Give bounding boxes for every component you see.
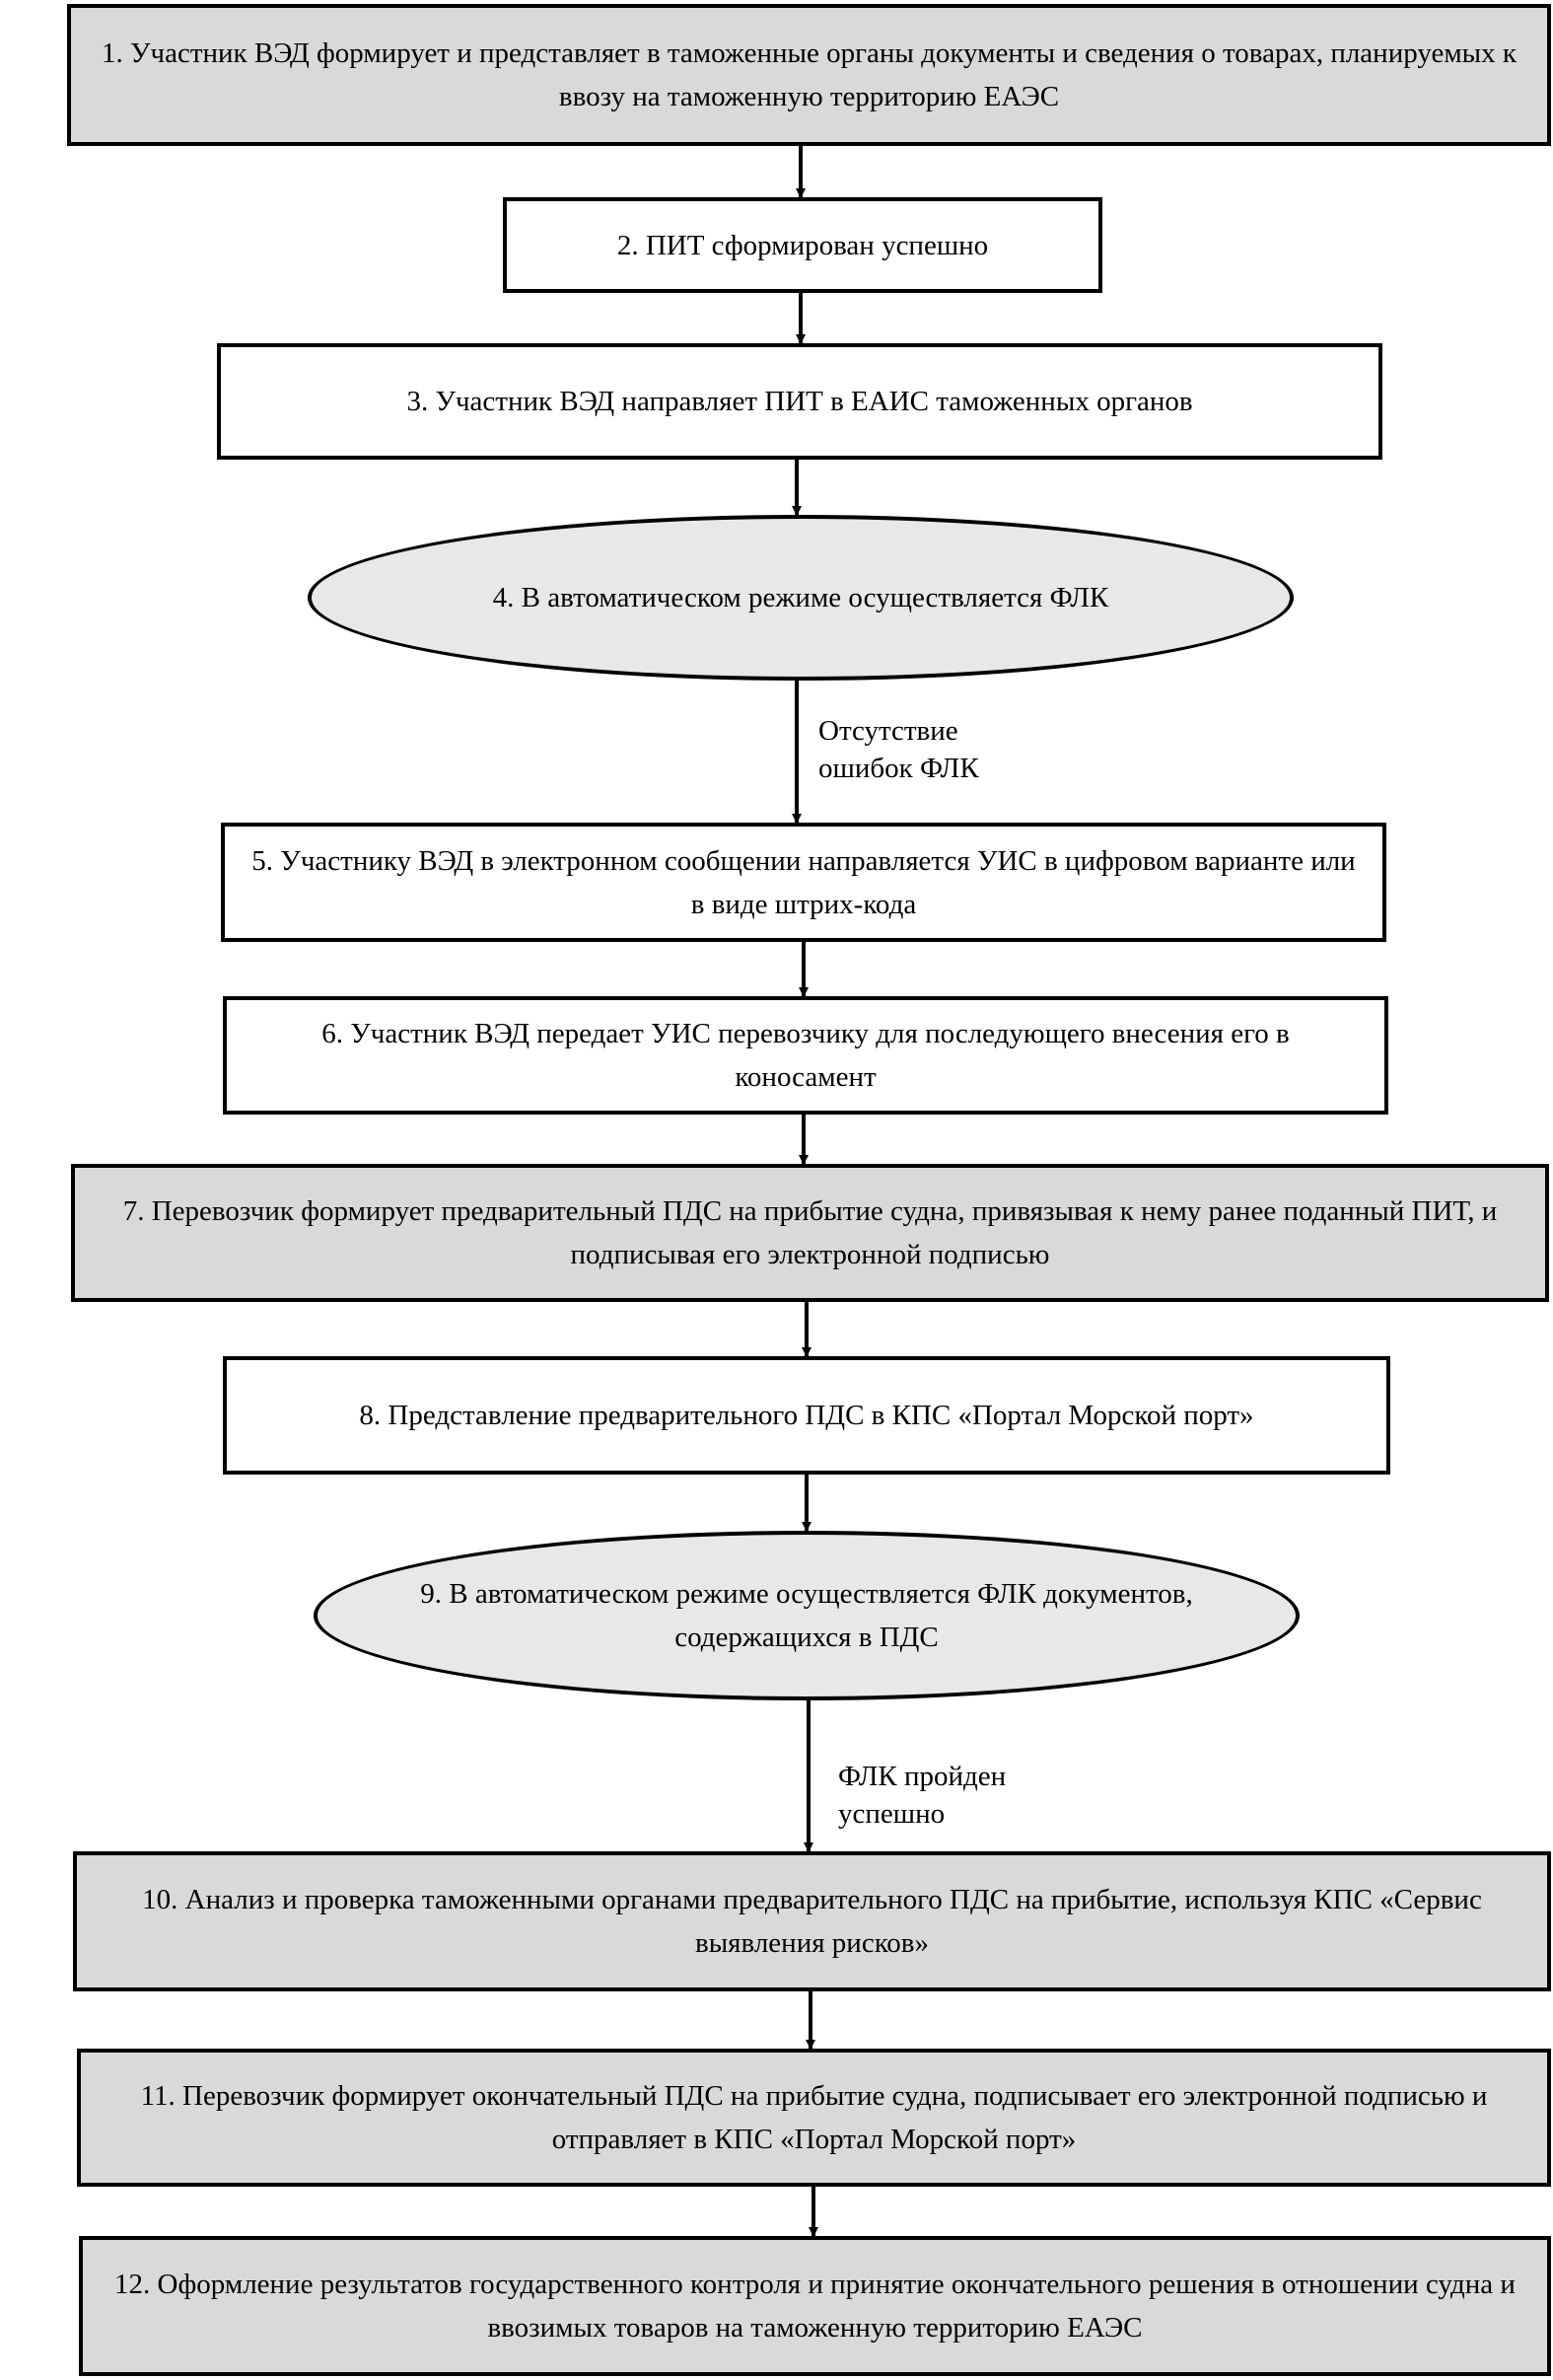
step-10-box: 10. Анализ и проверка таможенными органа… [73, 1851, 1551, 1991]
step-7-text: 7. Перевозчик формирует предварительный … [122, 1195, 1498, 1270]
step-6-text: 6. Участник ВЭД передает УИС перевозчику… [321, 1018, 1290, 1093]
step-6-box: 6. Участник ВЭД передает УИС перевозчику… [223, 996, 1388, 1115]
edge-label-after-step-9-text: ФЛК пройден успешно [838, 1761, 1007, 1830]
step-12-text: 12. Оформление результатов государственн… [114, 2269, 1516, 2344]
step-8-text: 8. Представление предварительного ПДС в … [359, 1400, 1254, 1431]
step-5-text: 5. Участнику ВЭД в электронном сообщении… [251, 844, 1356, 920]
step-11-box: 11. Перевозчик формирует окончательный П… [77, 2049, 1551, 2187]
step-9-ellipse: 9. В автоматическом режиме осуществляетс… [314, 1531, 1300, 1700]
edge-label-after-step-9: ФЛК пройден успешно [838, 1758, 1035, 1833]
step-7-box: 7. Перевозчик формирует предварительный … [71, 1164, 1549, 1302]
edge-label-after-step-4: Отсутствие ошибок ФЛК [818, 712, 1035, 787]
step-1-text: 1. Участник ВЭД формирует и представляет… [101, 37, 1518, 112]
step-9-text: 9. В автоматическом режиме осуществляетс… [420, 1578, 1193, 1653]
edge-label-after-step-4-text: Отсутствие ошибок ФЛК [818, 715, 979, 784]
step-2-box: 2. ПИТ сформирован успешно [503, 197, 1102, 293]
step-3-box: 3. Участник ВЭД направляет ПИТ в ЕАИС та… [217, 343, 1382, 460]
step-1-box: 1. Участник ВЭД формирует и представляет… [67, 4, 1551, 146]
step-3-text: 3. Участник ВЭД направляет ПИТ в ЕАИС та… [406, 386, 1193, 417]
step-4-text: 4. В автоматическом режиме осуществляетс… [492, 582, 1109, 613]
step-2-text: 2. ПИТ сформирован успешно [616, 229, 989, 261]
step-5-box: 5. Участнику ВЭД в электронном сообщении… [221, 823, 1386, 942]
step-10-text: 10. Анализ и проверка таможенными органа… [142, 1884, 1482, 1959]
step-8-box: 8. Представление предварительного ПДС в … [223, 1356, 1390, 1475]
step-12-box: 12. Оформление результатов государственн… [79, 2236, 1551, 2376]
step-11-text: 11. Перевозчик формирует окончательный П… [140, 2080, 1488, 2155]
step-4-ellipse: 4. В автоматическом режиме осуществляетс… [308, 515, 1294, 681]
